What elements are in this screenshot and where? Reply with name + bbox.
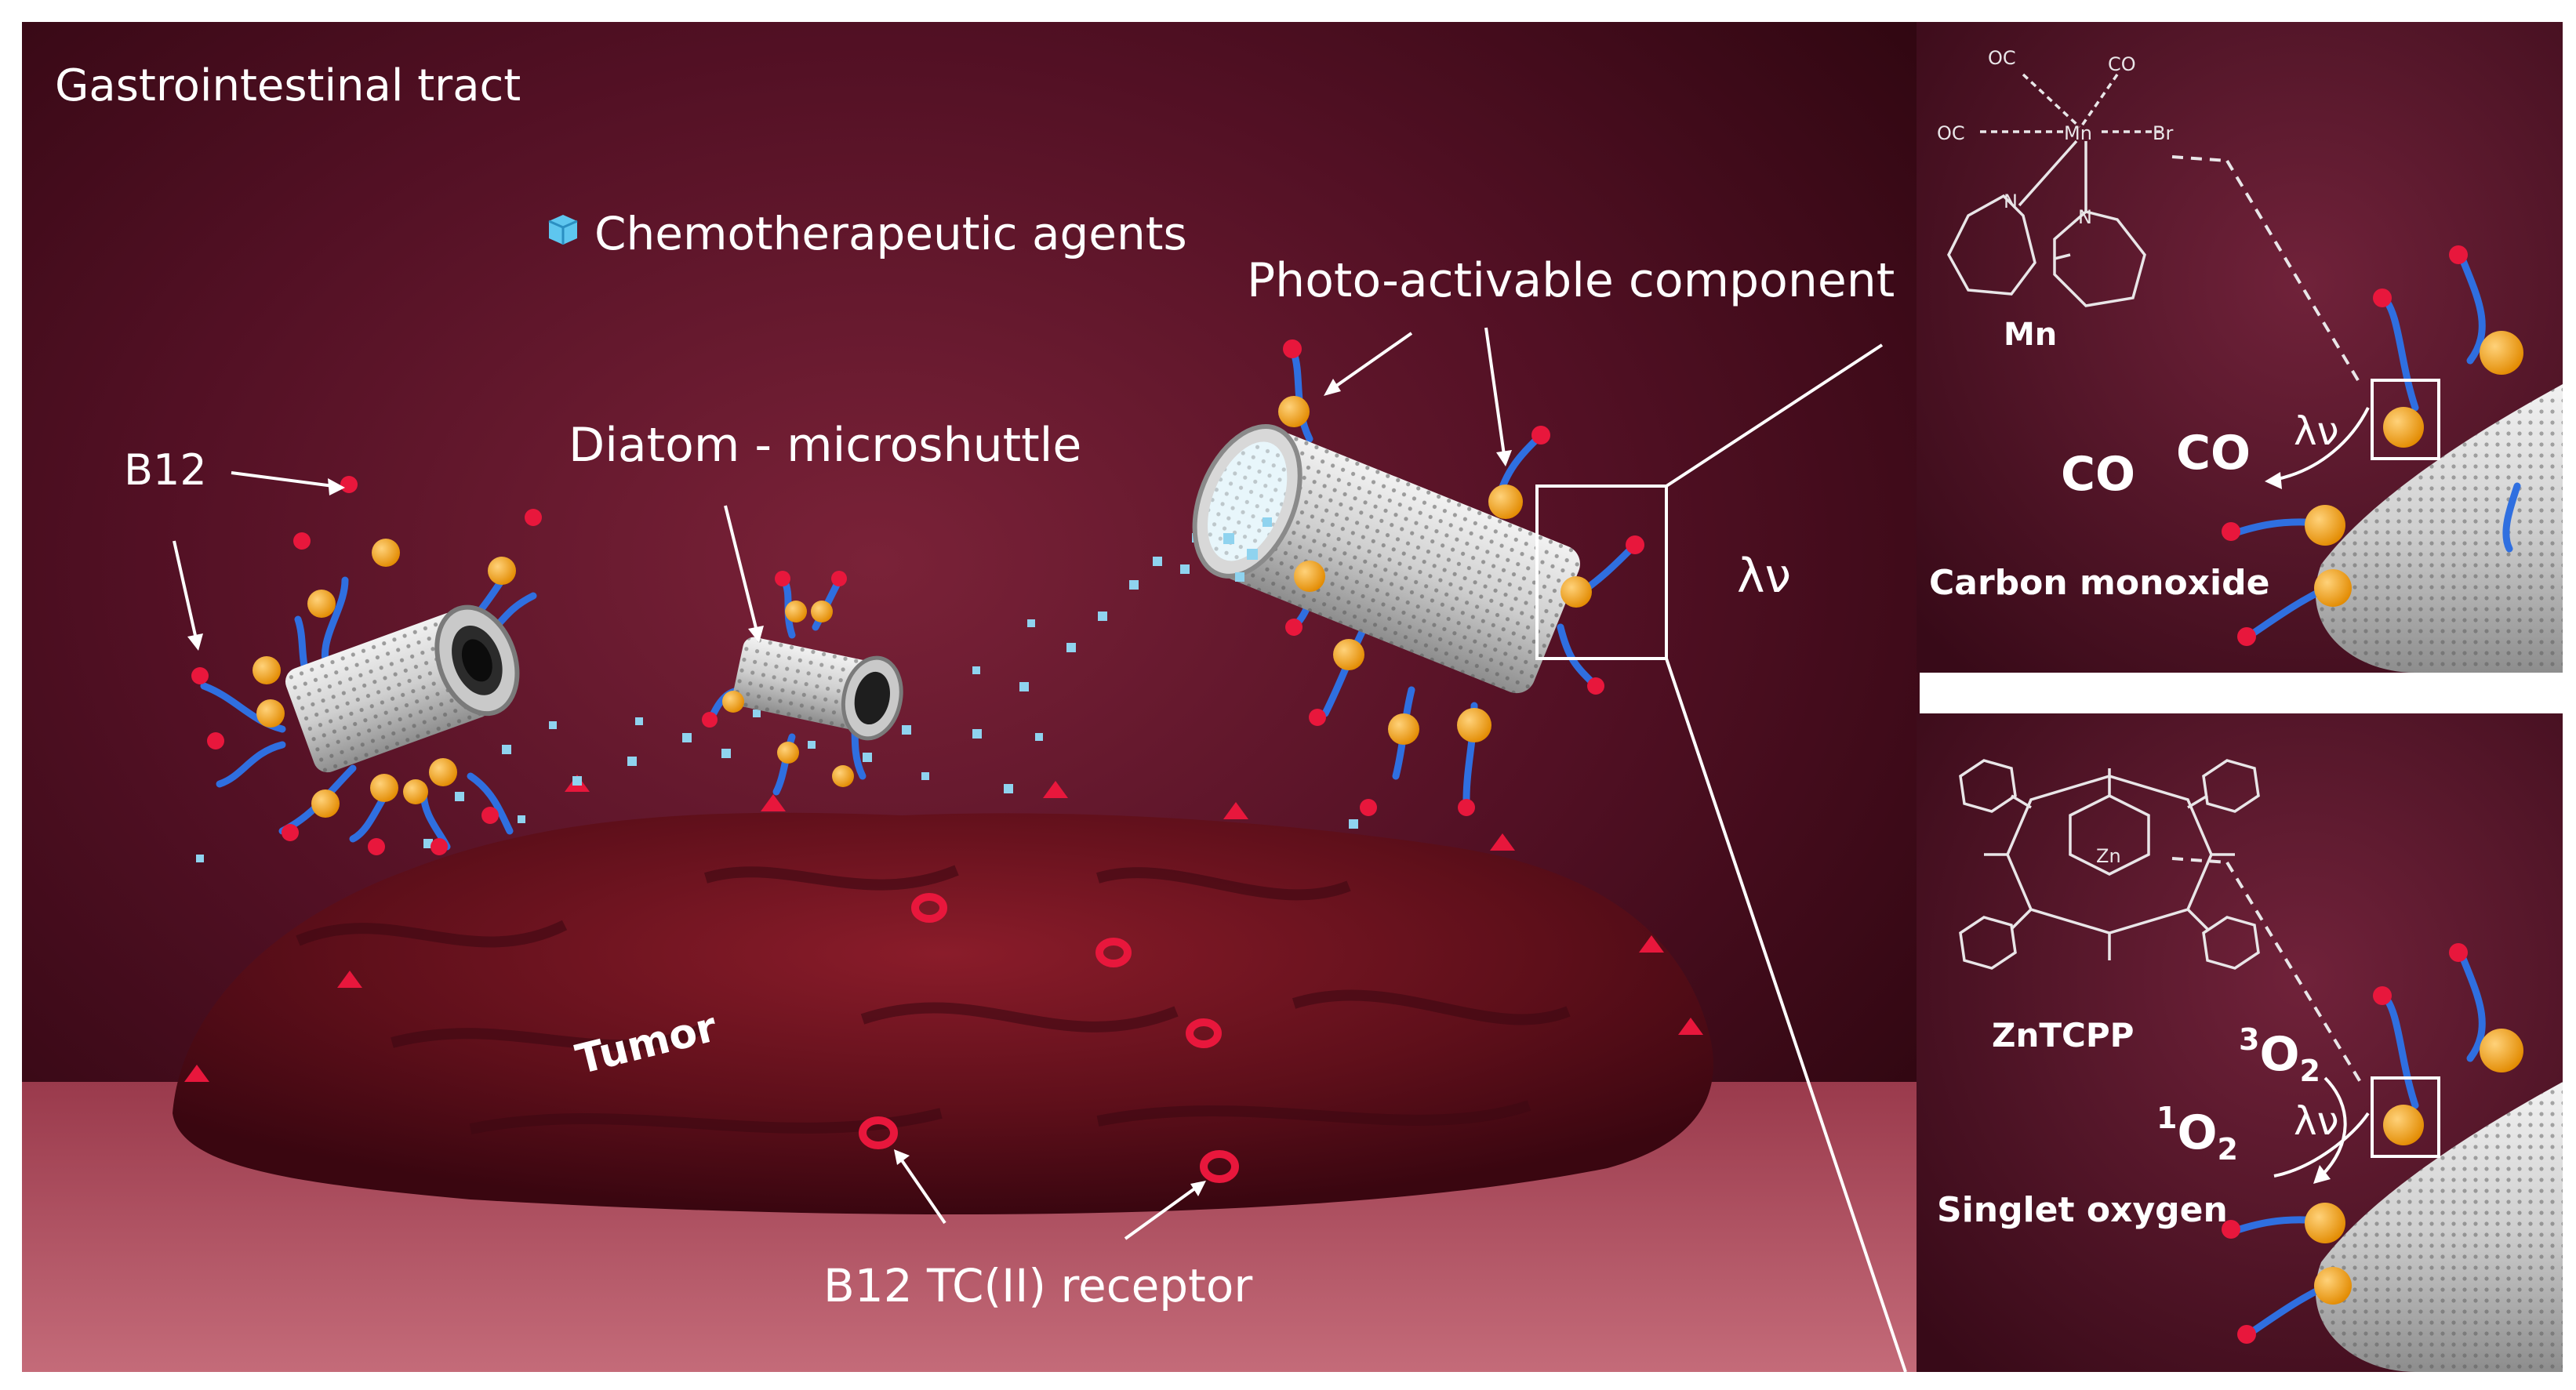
panel-singlet-oxygen: Zn ZnTCPP 3O2 1O2 λν Singlet oxygen <box>1917 713 2563 1372</box>
receptor-ring <box>911 893 947 923</box>
drug-particles <box>196 494 1358 862</box>
diatom-shuttle-right <box>1192 339 1644 816</box>
panel-title: Gastrointestinal tract <box>55 60 521 111</box>
compound-mn: Mn <box>2004 317 2057 353</box>
co-molecule-2: CO <box>2176 426 2251 481</box>
ligand-oc-left: OC <box>1937 122 1965 144</box>
diatom-shuttle-middle <box>702 571 903 796</box>
legend-chemotherapeutic: Chemotherapeutic agents <box>594 207 1187 260</box>
ligand-co-top: CO <box>2108 53 2136 75</box>
annotation-arrows <box>173 327 1512 1240</box>
shuttle-tips <box>191 476 542 855</box>
receptors <box>859 893 1239 1183</box>
lambda-nu-zn: λν <box>2294 1098 2339 1144</box>
zoom-indicator <box>1535 343 1907 1373</box>
caption-singlet-oxygen: Singlet oxygen <box>1937 1190 2228 1230</box>
ligand-br: Br <box>2153 122 2173 144</box>
zntcpp-structure <box>1959 759 2260 970</box>
diatom-shuttle-left <box>191 476 542 855</box>
receptor-ring <box>1095 938 1132 967</box>
label-photo-activable: Photo-activable component <box>1247 253 1895 308</box>
receptor-ring <box>1200 1150 1239 1183</box>
chemo-legend-icon <box>548 215 578 245</box>
caption-carbon-monoxide: Carbon monoxide <box>1929 563 2269 603</box>
label-diatom-microshuttle: Diatom - microshuttle <box>569 418 1081 473</box>
nitrogen-left: N <box>2004 191 2018 212</box>
tumor-texture <box>296 865 1571 1134</box>
compound-zntcpp: ZnTCPP <box>1992 1016 2134 1054</box>
mn-complex-structure <box>1947 73 2160 307</box>
receptor-cones <box>184 775 1703 1082</box>
singlet-oxygen-symbol: 1O2 <box>2156 1101 2238 1167</box>
label-lambda-nu: λν <box>1737 549 1791 604</box>
ligand-oc-top: OC <box>1988 47 2016 69</box>
shuttle-nodes <box>253 539 516 818</box>
receptor-ring <box>1186 1018 1222 1048</box>
panel-carbon-monoxide: OC CO OC Mn Br N N Mn CO CO λν Carbon mo… <box>1917 22 2563 673</box>
co-molecule-1: CO <box>2061 447 2135 502</box>
metal-zn: Zn <box>2096 845 2121 867</box>
nitrogen-right: N <box>2078 206 2092 228</box>
label-b12: B12 <box>124 445 207 495</box>
metal-mn: Mn <box>2064 122 2092 144</box>
triplet-oxygen: 3O2 <box>2239 1022 2320 1088</box>
label-receptor: B12 TC(II) receptor <box>823 1259 1252 1312</box>
main-panel: Gastrointestinal tract Chemotherapeutic … <box>22 22 1920 1373</box>
lambda-nu-mn: λν <box>2294 408 2339 454</box>
receptor-ring <box>859 1116 898 1149</box>
